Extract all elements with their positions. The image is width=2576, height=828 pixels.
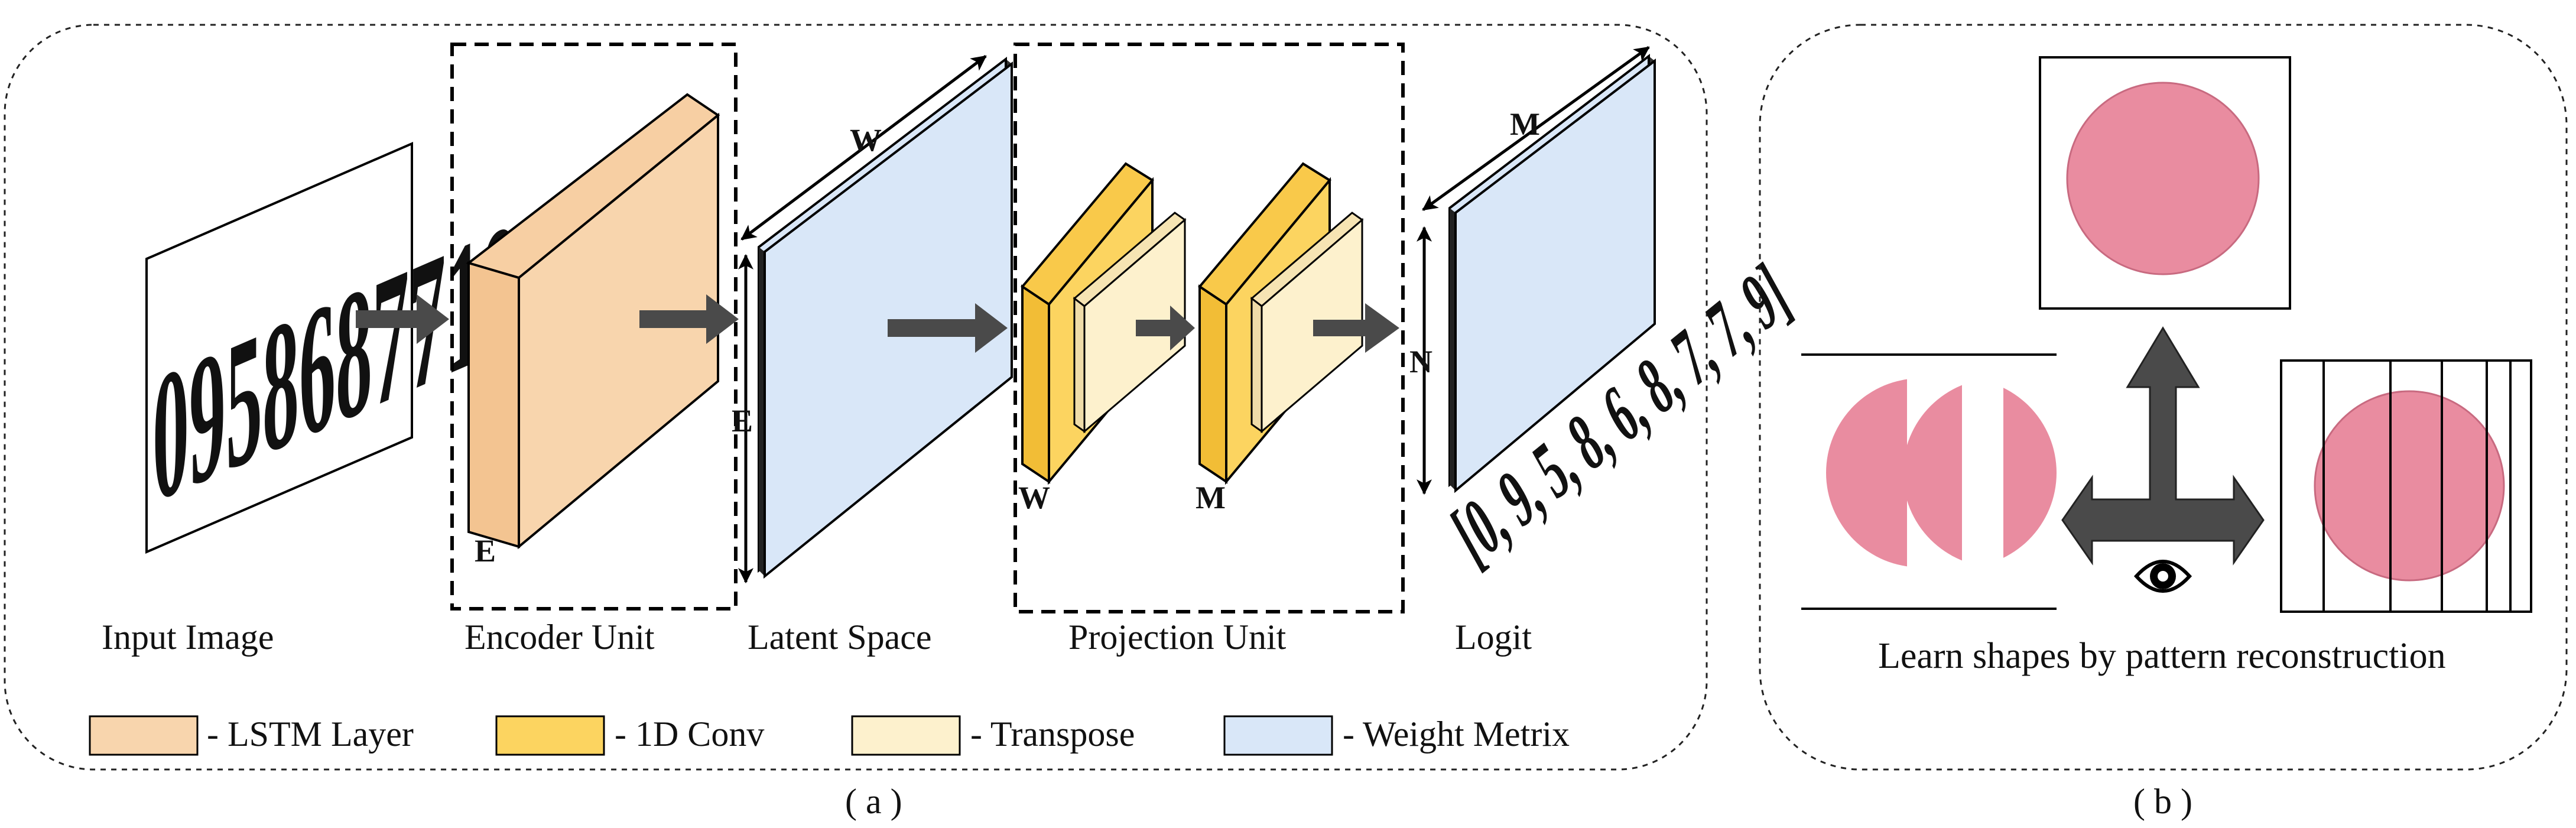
encoder-unit-label: Encoder Unit: [464, 618, 655, 657]
latent-space-sheet: [758, 56, 1013, 579]
panel-b-frame: [1759, 24, 2568, 771]
logit-m-label: M: [1510, 106, 1540, 142]
encoder-e-label: E: [475, 533, 496, 569]
right-arrow-icon: [888, 303, 1008, 353]
fragmented-shape-panel: [1801, 353, 2057, 610]
panel-a-caption: ( a ): [845, 782, 902, 821]
three-way-arrow-icon: [2061, 326, 2265, 566]
input-image-label: Input Image: [102, 618, 274, 657]
striped-shape-panel: [2280, 359, 2532, 613]
logit-m-dimension-arrow: [1422, 46, 1650, 212]
pink-circle: [2314, 390, 2505, 582]
logit-label: Logit: [1455, 618, 1532, 657]
encoder-unit-box: [450, 43, 738, 611]
legend-swatch-lstm: [89, 715, 199, 756]
input-image: 0958687719: [145, 141, 519, 554]
legend-label-transpose: - Transpose: [970, 715, 1135, 754]
eye-icon: [2133, 560, 2192, 593]
legend-label-lstm: - LSTM Layer: [207, 715, 414, 754]
projection-unit-label: Projection Unit: [1068, 618, 1287, 657]
proj-w-label: W: [1018, 480, 1050, 515]
conv-block-1: [1021, 162, 1187, 485]
flow-arrows: [356, 294, 1399, 353]
panel-b-label: Learn shapes by pattern reconstruction: [1878, 636, 2446, 676]
full-shape-panel: [2039, 56, 2291, 310]
proj-m-label: M: [1196, 480, 1226, 515]
legend-swatch-weight: [1223, 715, 1333, 756]
right-arrow-icon: [356, 294, 449, 344]
pink-circle: [2066, 82, 2260, 275]
right-arrow-icon: [639, 294, 739, 344]
right-arrow-icon: [1136, 306, 1195, 350]
projection-unit-box: [1013, 43, 1405, 613]
lstm-layer-block: [466, 93, 720, 550]
legend-swatch-transpose: [851, 715, 961, 756]
conv-block-2: [1198, 162, 1364, 485]
legend-label-weight: - Weight Metrix: [1343, 715, 1570, 754]
legend-label-conv: - 1D Conv: [615, 715, 764, 754]
latent-space-label: Latent Space: [748, 618, 932, 657]
legend: - LSTM Layer - 1D Conv - Transpose - Wei…: [89, 715, 1570, 756]
latent-e-label: E: [732, 403, 753, 439]
panel-b-caption: ( b ): [2133, 782, 2192, 821]
panel-a-frame: [4, 24, 1708, 771]
latent-w-label: W: [850, 122, 882, 158]
right-arrow-icon: [1313, 303, 1399, 353]
logit-n-label: N: [1409, 344, 1432, 379]
latent-w-dimension-arrow: [740, 55, 987, 241]
legend-swatch-conv: [495, 715, 605, 756]
